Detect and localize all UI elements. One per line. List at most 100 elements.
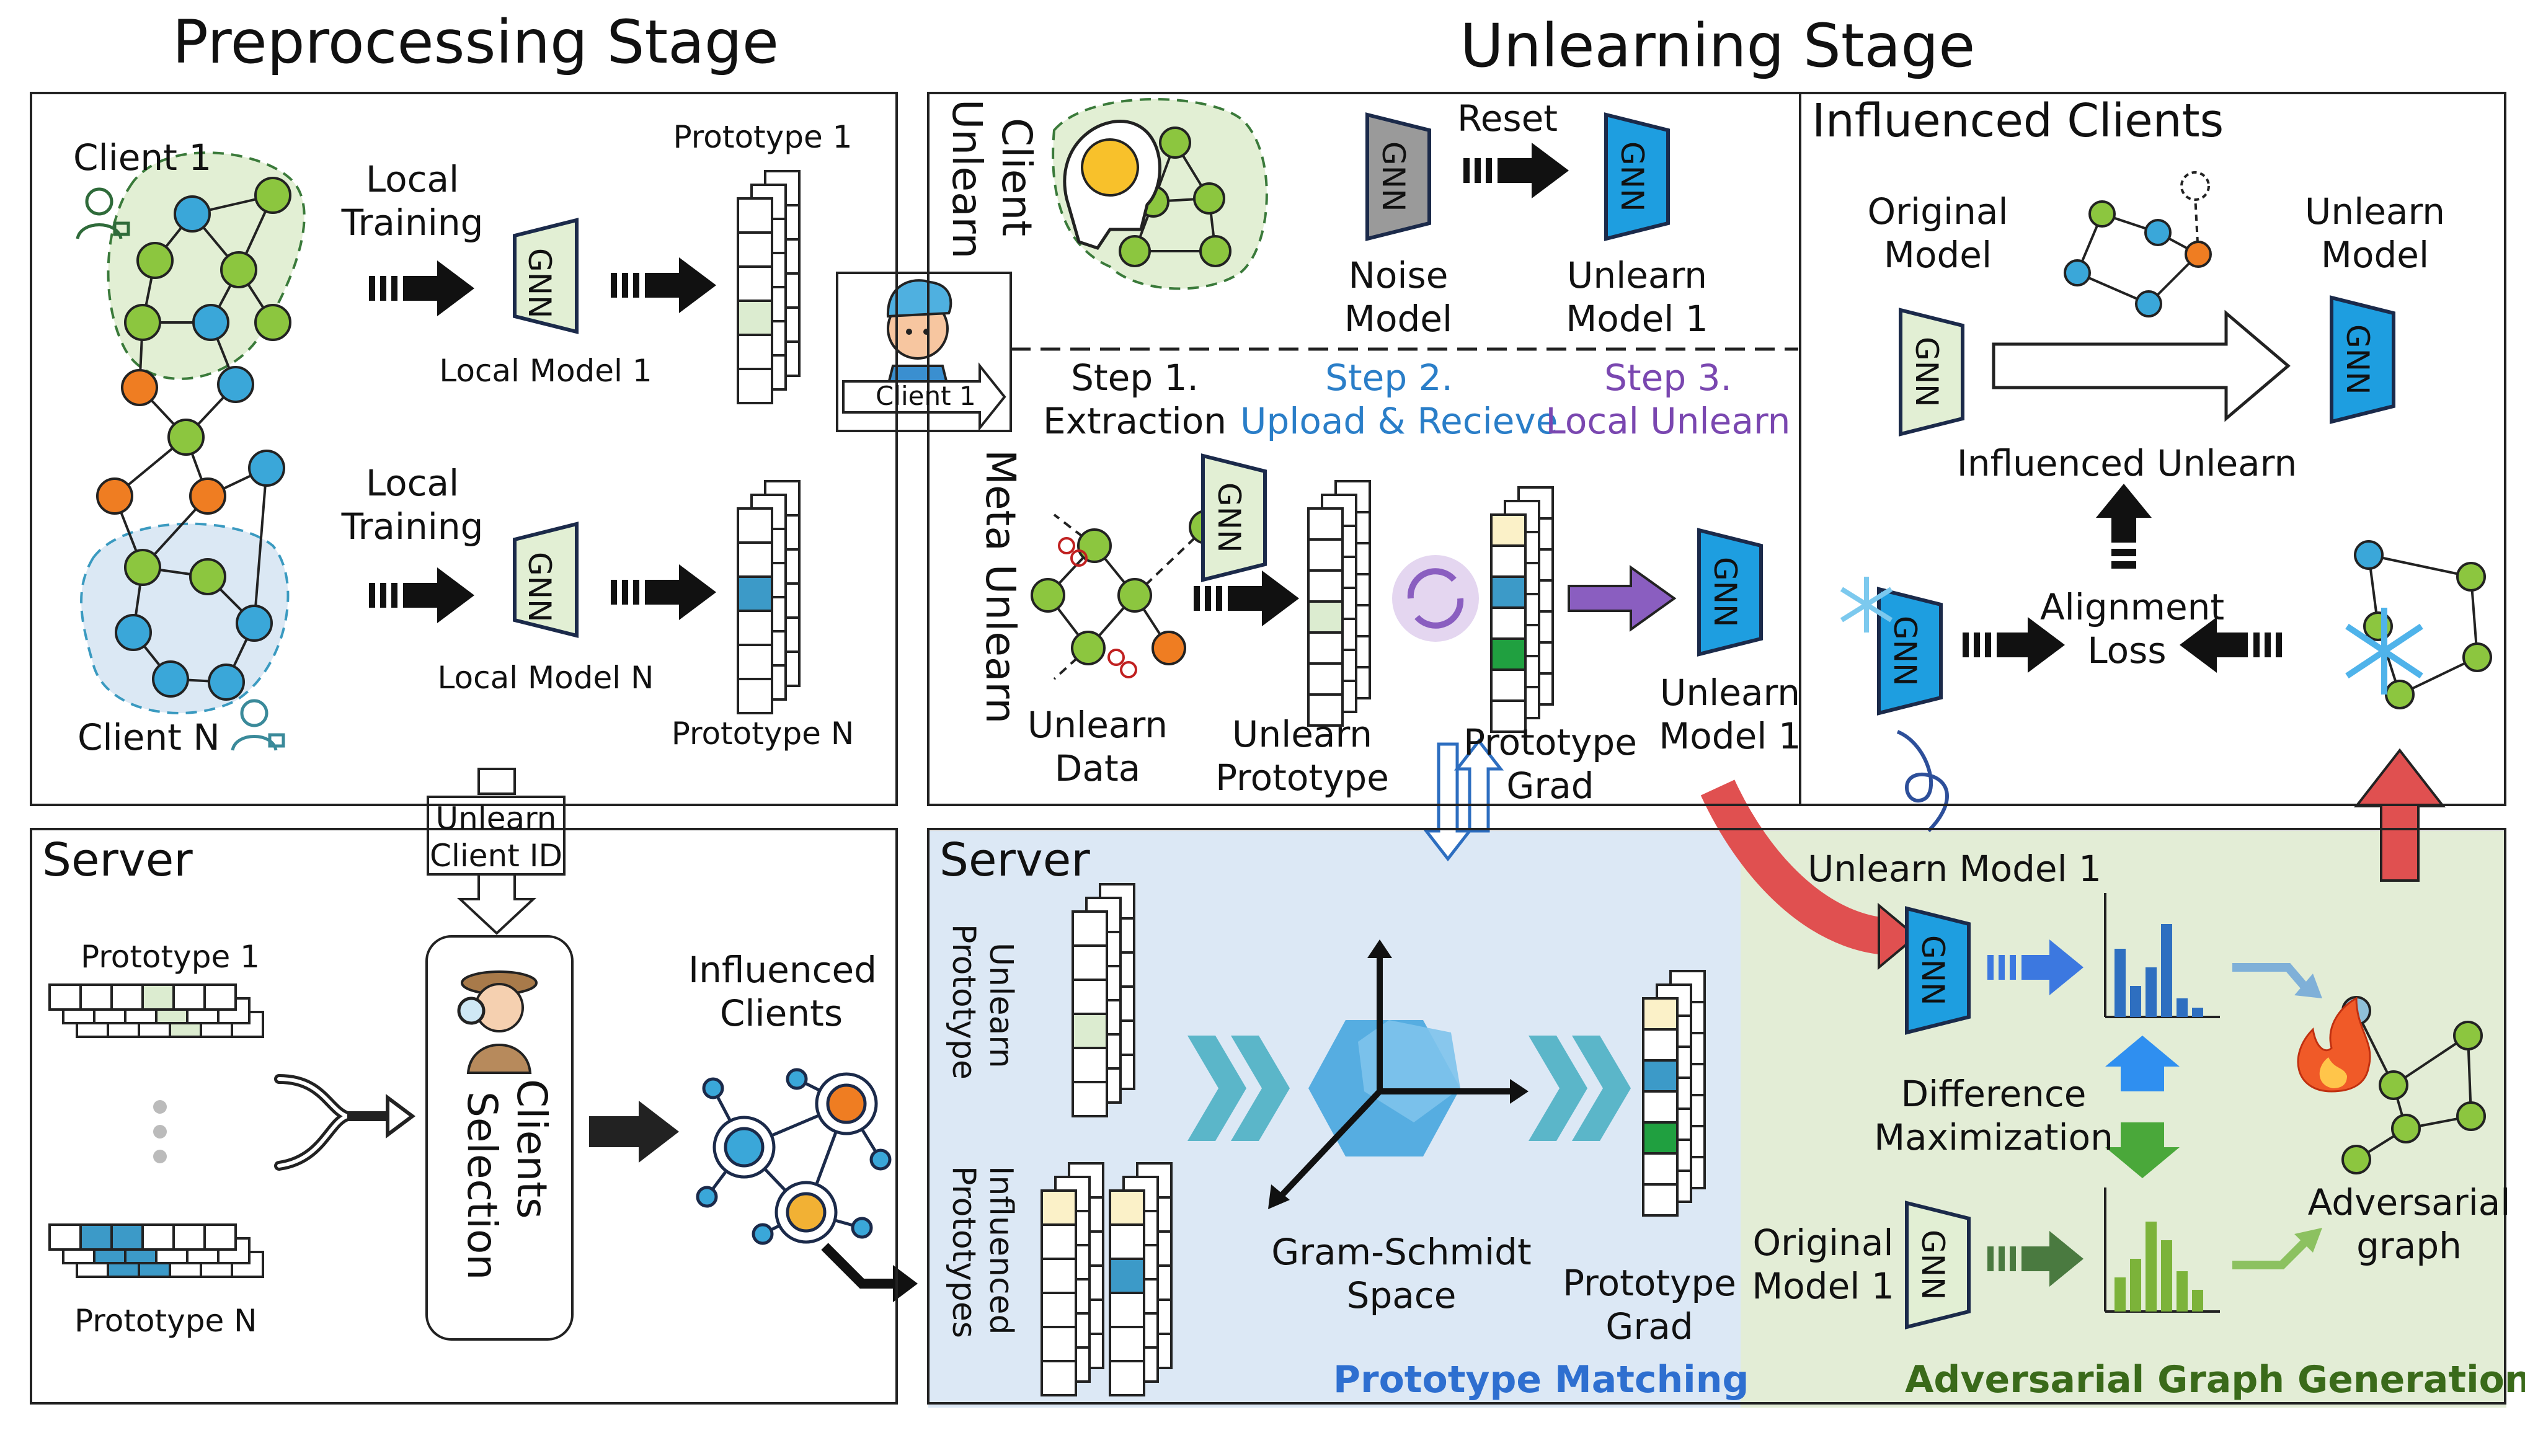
chevrons-right — [1529, 1036, 1631, 1141]
gnn-text-meta: GNN — [1211, 482, 1247, 553]
client1-user-icon — [76, 187, 130, 239]
server-prototype-rows — [48, 983, 264, 1278]
preprocessing-box — [30, 92, 898, 806]
influenced-prototypes-v-line2: Prototypes — [945, 1166, 982, 1338]
noise-model-line2: Model — [1344, 298, 1453, 340]
merge-arrow-head — [386, 1094, 415, 1139]
red-curved-arrowhead — [1878, 902, 1919, 970]
prototype-n-stack — [737, 480, 801, 714]
influenced-clients-title: Influenced Clients — [1812, 94, 2224, 148]
unlearn-id-arrow-head — [456, 873, 537, 935]
gnn-text-adv-original: GNN — [1915, 1230, 1951, 1300]
influenced-unlearn-label: Influenced Unlearn — [1956, 442, 2297, 484]
difference-maximization-line2: Maximization — [1874, 1116, 2113, 1158]
snowflake-icon-right — [2345, 608, 2423, 695]
up-arrow-dash — [2111, 561, 2136, 569]
green-distribution-chart — [2104, 1187, 2220, 1313]
local-training-1-line1: Local — [365, 158, 459, 200]
gnn-text-frozen: GNN — [1887, 616, 1923, 686]
server-influenced-prototypes-stack-2 — [1109, 1162, 1173, 1396]
gram-schmidt-axes — [1275, 952, 1516, 1202]
alignment-up-arrow — [2096, 484, 2152, 543]
meta-prototype-grad-line1: Prototype — [1463, 721, 1637, 763]
difference-maximization-line1: Difference — [1901, 1073, 2087, 1115]
adv-original-model-line1: Original — [1752, 1222, 1894, 1264]
gnn-text-original: GNN — [1909, 337, 1945, 407]
client-unlearn-title-line2: Unlearn — [943, 99, 991, 259]
up-arrow-dash-2 — [2111, 549, 2136, 556]
chevrons-left — [1187, 1036, 1290, 1141]
gnn-original-model — [1899, 308, 1964, 437]
server-right-box — [927, 828, 2506, 1405]
influenced-network-nodes — [696, 1068, 892, 1245]
prototype-1-label: Prototype 1 — [673, 119, 853, 155]
gnn-noise-model — [1365, 112, 1431, 241]
meta-prototype-grad-line2: Grad — [1506, 765, 1594, 807]
unlearn-prototype-line2: Prototype — [1215, 757, 1389, 799]
gnn-local-model-1 — [513, 218, 579, 334]
client1-label: Client 1 — [73, 136, 212, 179]
reset-arrow — [1463, 143, 1569, 198]
download-arrow — [1422, 742, 1473, 862]
ellipsis-dots — [153, 1100, 167, 1163]
reset-label: Reset — [1457, 97, 1558, 140]
server-prototype-n-label: Prototype N — [74, 1303, 257, 1339]
gnn-adv-unlearn-model-1 — [1905, 906, 1971, 1035]
influenced-clients-box — [1799, 92, 2506, 806]
adv-graph-nodes — [2341, 996, 2486, 1174]
influenced-prototypes-v-line1: Influenced — [982, 1166, 1019, 1335]
original-model-line2: Model — [1883, 234, 1992, 276]
meta-unlearn-prototype-stack — [1307, 480, 1371, 727]
adv-original-model-line2: Model 1 — [1752, 1265, 1894, 1307]
unlearn-data-line1: Unlearn — [1027, 704, 1168, 746]
server-prototype-1-row — [48, 983, 264, 1038]
gnn-text-local-1: GNN — [521, 248, 557, 319]
preprocessing-title: Preprocessing Stage — [172, 7, 779, 77]
upload-arrow — [1453, 738, 1504, 833]
prototype-stacks — [737, 170, 1706, 1396]
gnn-meta-extract — [1201, 453, 1267, 582]
step2-line2: Upload & Recieve — [1240, 400, 1558, 442]
step1-line1: Step 1. — [1071, 357, 1199, 399]
local-training-n-line1: Local — [365, 462, 459, 504]
local-model-n-label: Local Model N — [437, 660, 654, 696]
prototype-n-label: Prototype N — [671, 716, 854, 752]
client1-tag-arrow — [842, 362, 1006, 432]
server-prototype-grad-line1: Prototype — [1563, 1262, 1736, 1304]
client1-tag-label: Client 1 — [876, 381, 976, 411]
server-prototype-n-row — [48, 1223, 264, 1278]
noise-model-line1: Noise — [1348, 254, 1449, 296]
diff-up-arrow — [2105, 1036, 2180, 1091]
green-to-graph-arrowhead — [2294, 1228, 2322, 1253]
unlearn-client-id-line1: Unlearn — [435, 801, 557, 837]
blue-to-graph-arrowhead — [2294, 974, 2322, 998]
server-left-title: Server — [42, 833, 193, 887]
gnn-local-model-n — [513, 522, 579, 638]
prototype-1-stack — [737, 170, 801, 404]
local-unlearn-arrow — [1568, 565, 1677, 632]
sync-icon-2 — [1414, 598, 1464, 629]
unlearn-client-id-box — [427, 796, 566, 876]
fire-icon — [2297, 997, 2371, 1093]
unlearn-model-1-top-line1: Unlearn — [1566, 254, 1708, 296]
sync-icon — [1407, 568, 1457, 599]
influenced-small-graph-nodes — [2064, 171, 2212, 317]
blue-to-graph-arrow — [2232, 963, 2310, 992]
unlearn-prototype-v-line2: Prototype — [945, 924, 982, 1080]
gram-schmidt-line1: Gram-Schmidt — [1271, 1231, 1532, 1273]
unlearn-model-line1: Unlearn — [2304, 190, 2446, 233]
client1-graph-nodes — [96, 177, 291, 515]
unlearn-prototype-line1: Unlearn — [1231, 713, 1373, 755]
server-prototype-grad-stack — [1642, 970, 1706, 1217]
gnn-text-local-n: GNN — [521, 552, 557, 623]
unlearning-title: Unlearning Stage — [1460, 11, 1976, 81]
adv-unlearn-model-1-label: Unlearn Model 1 — [1808, 848, 2102, 890]
gnn-frozen-left — [1877, 587, 1943, 716]
clients-selection-line1: Clients — [508, 1079, 556, 1219]
meta-unlearn-model-1-line2: Model 1 — [1659, 715, 1801, 757]
gnn-text-noise: GNN — [1375, 141, 1411, 212]
preproc-arrows — [369, 257, 716, 623]
local-training-1-line2: Training — [341, 202, 484, 244]
